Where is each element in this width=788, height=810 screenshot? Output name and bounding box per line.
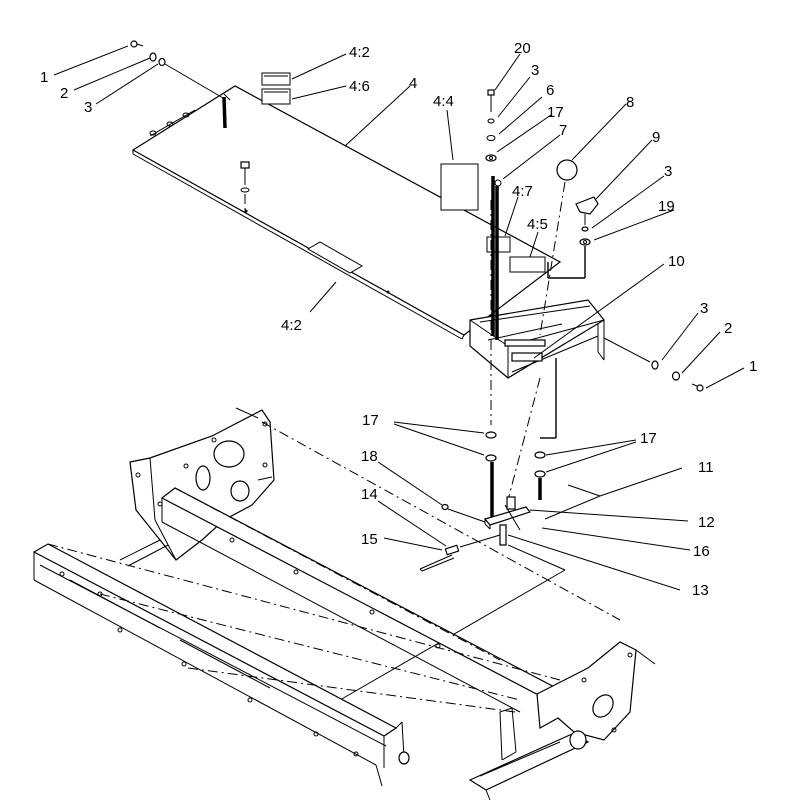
callout-17-left: 17 bbox=[362, 412, 379, 429]
left-side-plate bbox=[119, 407, 275, 567]
callout-4-4: 4:4 bbox=[433, 93, 454, 110]
decal-4-6 bbox=[261, 88, 291, 105]
callout-1-right: 1 bbox=[749, 358, 757, 375]
decal-4-5 bbox=[509, 256, 546, 273]
callout-17-top: 17 bbox=[547, 104, 564, 121]
callout-2-right: 2 bbox=[724, 320, 732, 337]
callout-12: 12 bbox=[698, 514, 715, 531]
callout-7: 7 bbox=[559, 122, 567, 139]
support-bracket bbox=[469, 299, 605, 379]
lift-rod bbox=[485, 89, 502, 520]
decal-4-2-top bbox=[261, 72, 291, 86]
callout-labels: 1 2 3 4:2 4:6 4 4:4 20 3 6 17 7 8 9 3 19… bbox=[40, 40, 757, 599]
lever-knob-assembly bbox=[539, 159, 599, 336]
callout-16: 16 bbox=[693, 543, 710, 560]
callout-8: 8 bbox=[626, 94, 634, 111]
callout-18: 18 bbox=[361, 448, 378, 465]
callout-14: 14 bbox=[361, 486, 378, 503]
callout-4: 4 bbox=[409, 75, 417, 92]
left-hardware-stack bbox=[130, 40, 231, 129]
callout-2-left: 2 bbox=[60, 85, 68, 102]
callout-3-top: 3 bbox=[531, 62, 539, 79]
callout-19: 19 bbox=[658, 198, 675, 215]
callout-10: 10 bbox=[668, 253, 685, 270]
decal-4-2-bottom bbox=[307, 241, 363, 274]
right-hardware-stack bbox=[603, 337, 704, 392]
cover-panel bbox=[131, 85, 562, 340]
front-channel-rail bbox=[32, 543, 561, 787]
callout-20: 20 bbox=[514, 40, 531, 57]
callout-1-left: 1 bbox=[40, 69, 48, 86]
callout-4-5: 4:5 bbox=[527, 216, 548, 233]
callout-3-right: 3 bbox=[700, 300, 708, 317]
leader-lines bbox=[53, 45, 745, 591]
decal-4-4 bbox=[440, 163, 479, 211]
callout-3-left: 3 bbox=[84, 99, 92, 116]
callout-11: 11 bbox=[698, 459, 714, 476]
callout-4-2-bottom: 4:2 bbox=[281, 317, 302, 334]
callout-4-7: 4:7 bbox=[512, 183, 533, 200]
callout-4-2-top: 4:2 bbox=[349, 44, 370, 61]
callout-15: 15 bbox=[361, 531, 378, 548]
callout-3-right-top: 3 bbox=[664, 163, 672, 180]
right-side-plate bbox=[468, 641, 656, 801]
callout-6: 6 bbox=[546, 82, 554, 99]
callout-4-6: 4:6 bbox=[349, 78, 370, 95]
callout-13: 13 bbox=[692, 582, 709, 599]
callout-9: 9 bbox=[652, 129, 660, 146]
callout-17-right: 17 bbox=[640, 430, 657, 447]
